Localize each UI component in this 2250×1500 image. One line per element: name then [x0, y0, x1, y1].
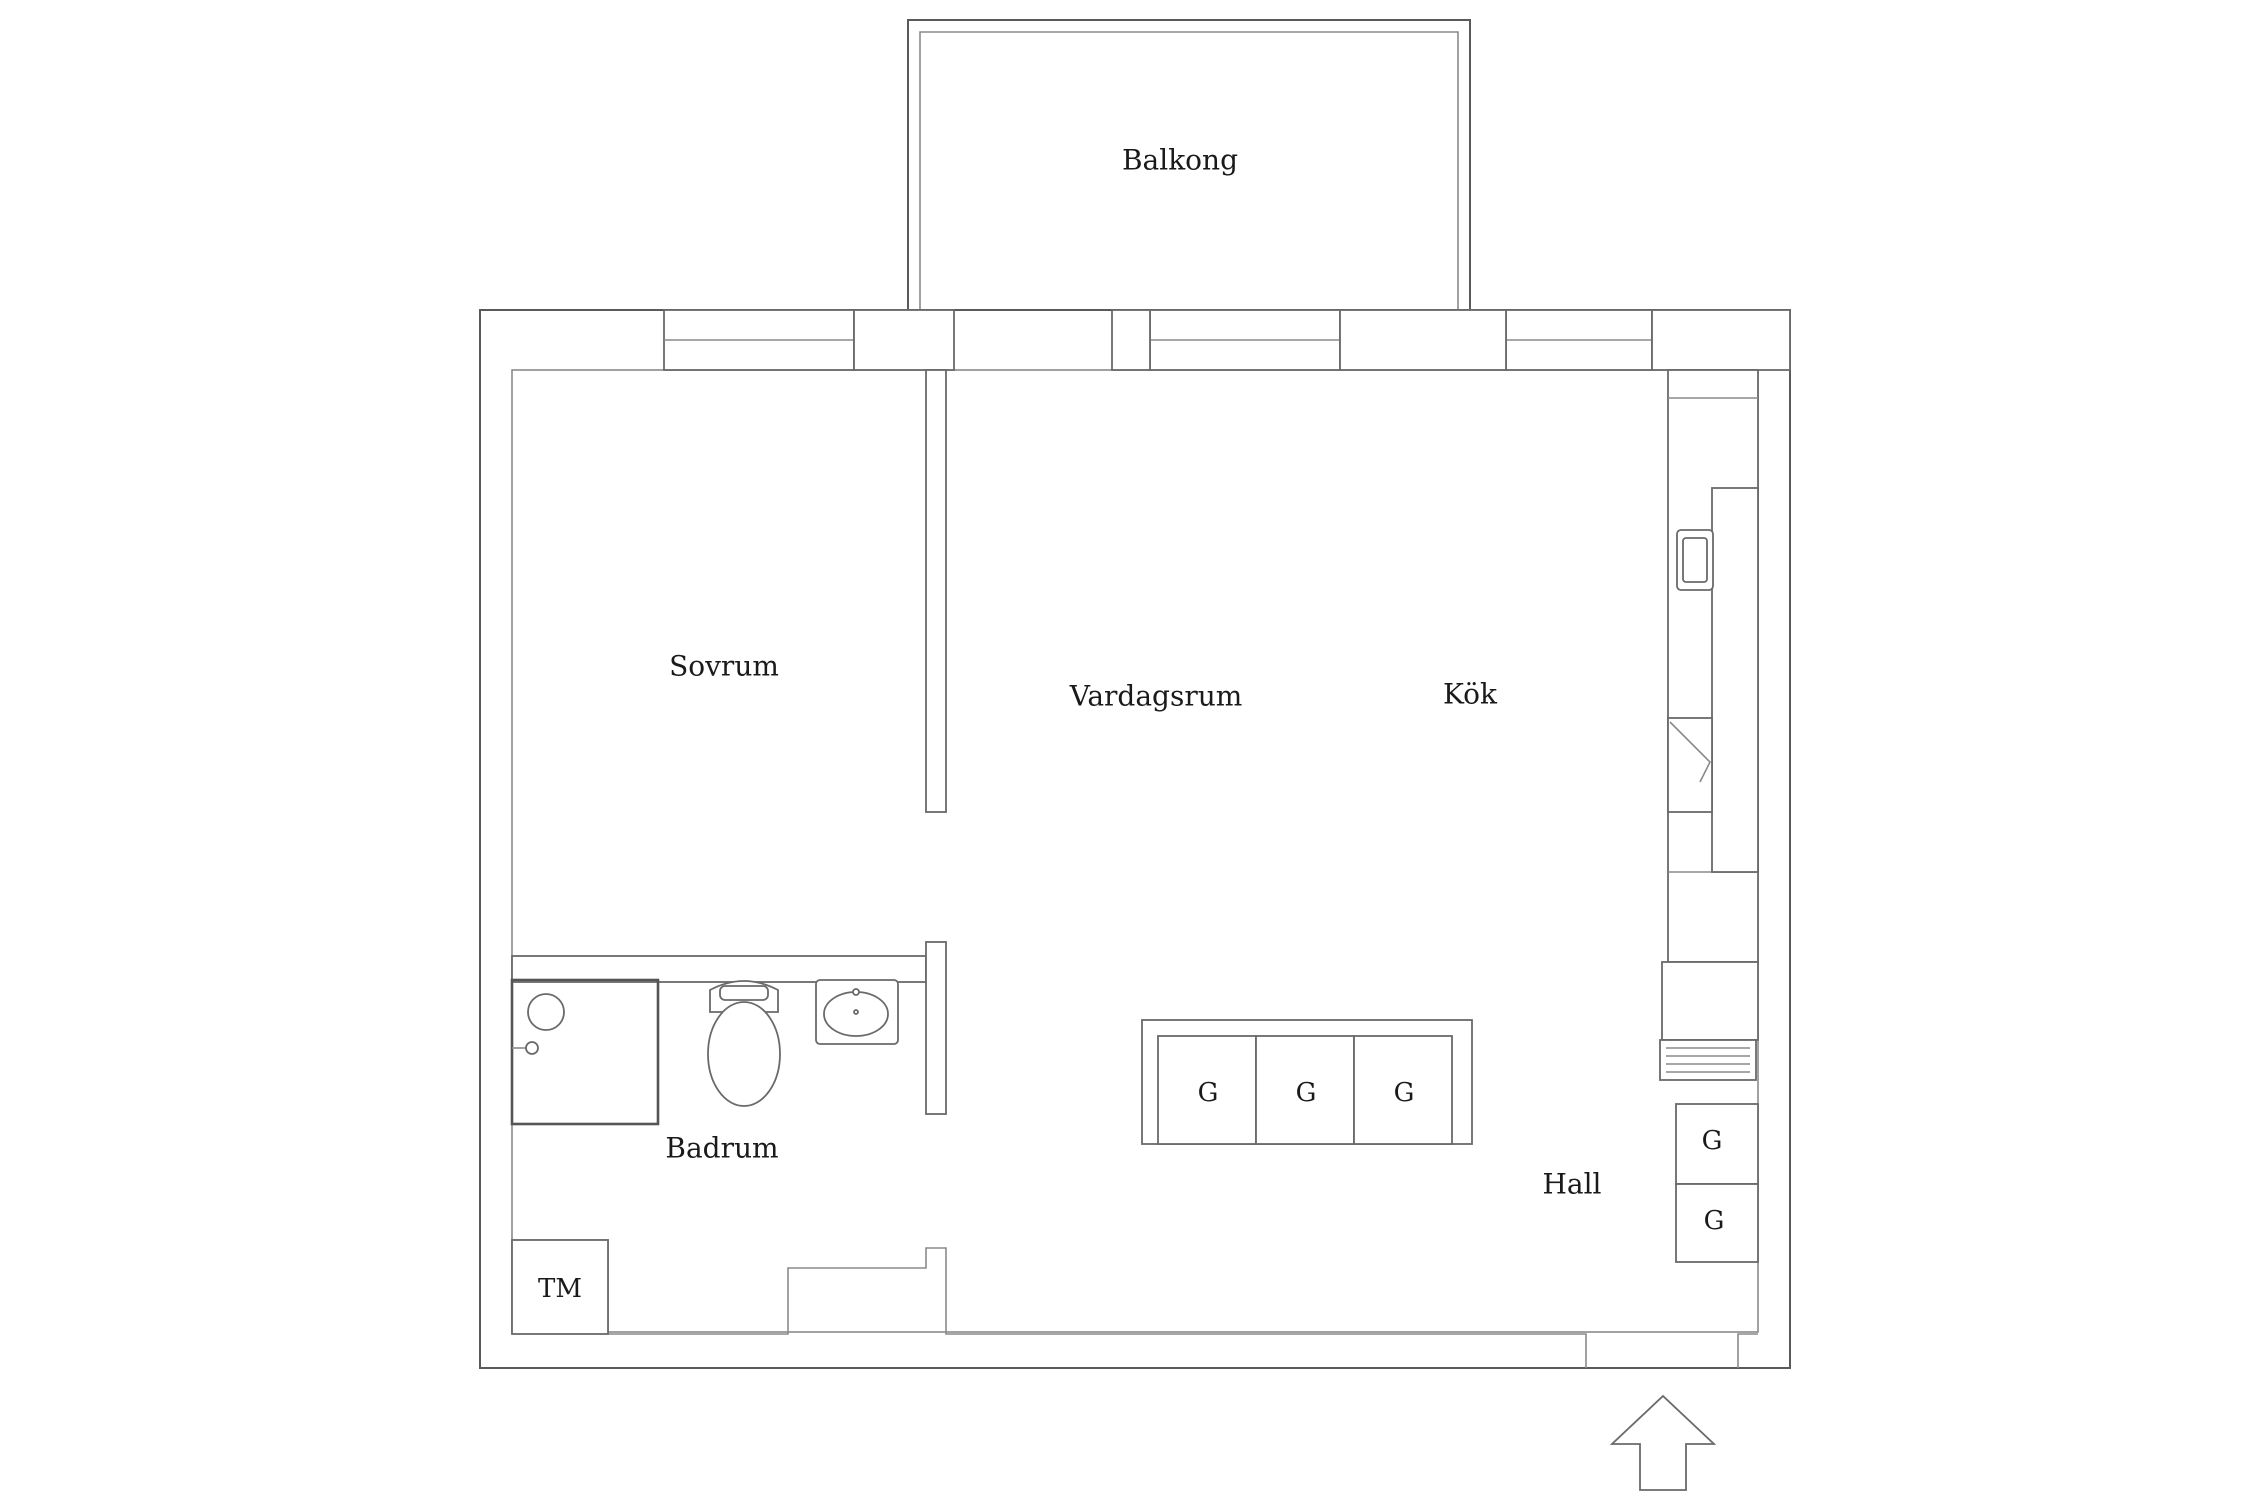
bathroom-fixtures	[510, 978, 899, 1126]
label-balkong: Balkong	[1122, 144, 1238, 177]
label-hall: Hall	[1542, 1168, 1601, 1201]
closet-label-1: G	[1198, 1078, 1219, 1108]
stove-icon	[1667, 717, 1713, 813]
kitchen-counter	[1667, 369, 1759, 963]
closet-hall-2	[1675, 1183, 1759, 1263]
closet-label-3: G	[1394, 1078, 1415, 1108]
label-sovrum: Sovrum	[669, 650, 779, 683]
entrance-arrow-icon	[1609, 1394, 1717, 1491]
sink-icon	[1676, 529, 1714, 591]
bedroom-walls	[511, 369, 947, 1115]
shower-icon	[510, 978, 660, 1126]
label-vardagsrum: Vardagsrum	[1069, 680, 1243, 713]
hall-fixtures	[1659, 961, 1759, 1263]
closet-label-5: G	[1704, 1206, 1725, 1236]
sink-icon-bath	[815, 979, 899, 1045]
toilet-icon	[707, 980, 781, 1107]
windows	[663, 309, 1791, 371]
label-tm: TM	[538, 1274, 582, 1304]
label-badrum: Badrum	[665, 1132, 778, 1165]
closet-2	[1255, 1035, 1355, 1145]
closet-label-4: G	[1702, 1126, 1723, 1156]
label-kok: Kök	[1443, 678, 1498, 711]
balcony	[907, 19, 1471, 311]
living-closets	[1141, 1019, 1473, 1145]
tm-box	[511, 1239, 609, 1335]
closet-label-2: G	[1296, 1078, 1317, 1108]
closet-hall-1	[1675, 1103, 1759, 1185]
radiator-icon	[1659, 1039, 1757, 1081]
outer-wall	[479, 309, 1791, 1369]
closet-3	[1353, 1035, 1453, 1145]
